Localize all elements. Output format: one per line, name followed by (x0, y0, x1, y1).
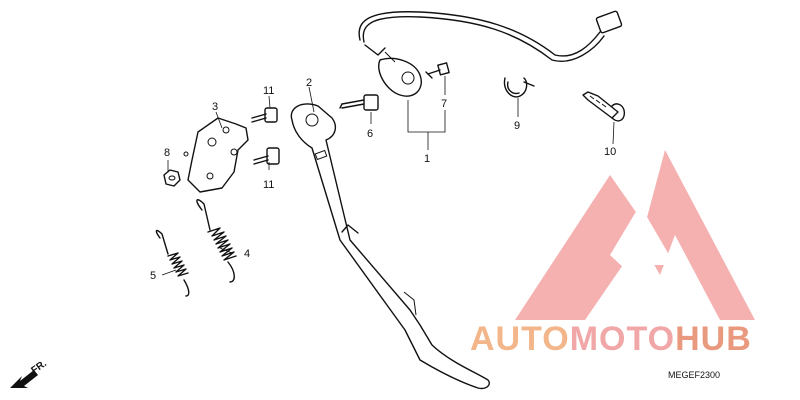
callout-4: 4 (244, 248, 250, 260)
watermark-hub: HUB (675, 320, 752, 358)
bolt-11-lower (253, 147, 280, 165)
watermark-wordmark: AUTOMOTOHUB (470, 320, 752, 358)
diagram-code: MEGEF2300 (668, 370, 720, 380)
callout-2: 2 (306, 77, 312, 89)
bolt-7 (425, 62, 450, 79)
bolt-11-upper (251, 107, 278, 123)
watermark-auto: AUTO (470, 320, 570, 358)
clip-9 (503, 77, 535, 98)
callout-6: 6 (367, 128, 373, 140)
callout-1: 1 (424, 153, 430, 165)
bolt-6 (339, 94, 379, 111)
callout-10: 10 (604, 146, 616, 158)
front-arrow-icon (10, 370, 38, 388)
band-10 (582, 91, 626, 122)
side-stand-switch (358, 10, 623, 97)
leader-lines (161, 76, 615, 276)
spring-4 (196, 199, 237, 283)
nut-8 (163, 151, 189, 187)
bracket-3 (187, 117, 249, 193)
callout-8: 8 (164, 147, 170, 159)
callout-5: 5 (150, 270, 156, 282)
callout-9: 9 (514, 120, 520, 132)
svg-text:AUTOMOTOHUB: AUTOMOTOHUB (470, 320, 752, 358)
callout-11-lower: 11 (263, 179, 274, 191)
side-stand (290, 103, 490, 390)
watermark-moto: MOTO (570, 320, 675, 358)
callout-7: 7 (441, 98, 447, 110)
callout-3: 3 (212, 101, 218, 113)
spring-5 (155, 229, 190, 297)
callout-11-upper: 11 (263, 85, 274, 97)
watermark-logo (515, 150, 755, 320)
